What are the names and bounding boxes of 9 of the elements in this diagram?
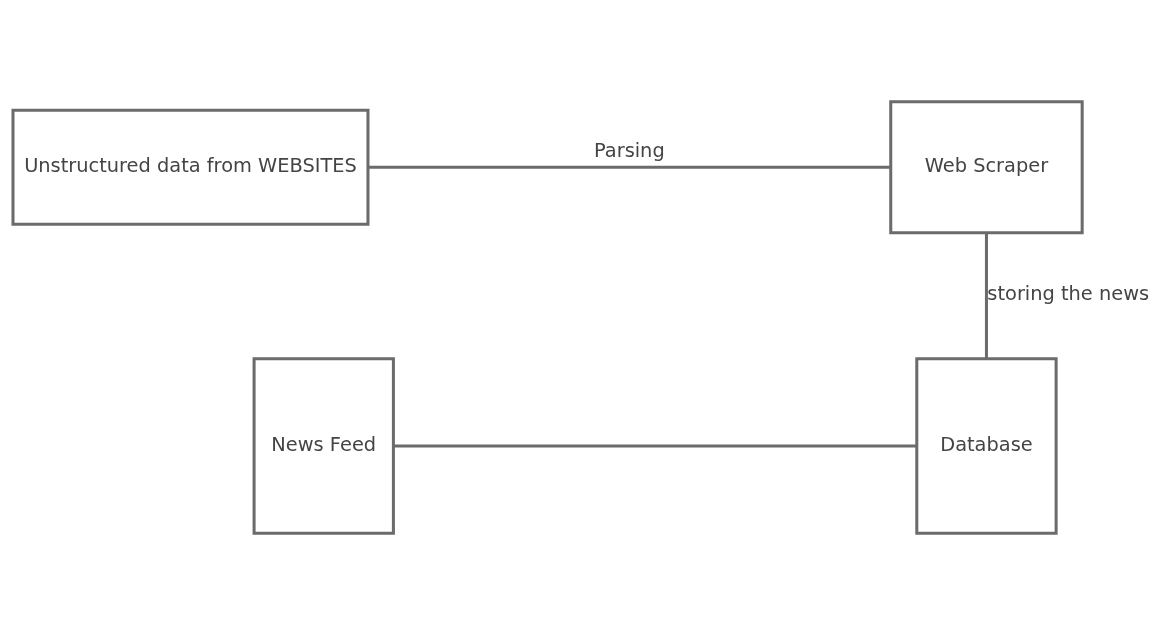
edge-label: Parsing: [594, 138, 665, 162]
node-box: News Feed: [252, 356, 395, 535]
connector: [368, 165, 891, 169]
connector: [984, 232, 988, 358]
node-box: Web Scraper: [889, 99, 1084, 234]
edge-label: storing the news: [987, 281, 1150, 305]
connector: [393, 443, 917, 447]
node-box: Database: [915, 356, 1058, 535]
node-box: Unstructured data from WEBSITES: [11, 108, 370, 226]
